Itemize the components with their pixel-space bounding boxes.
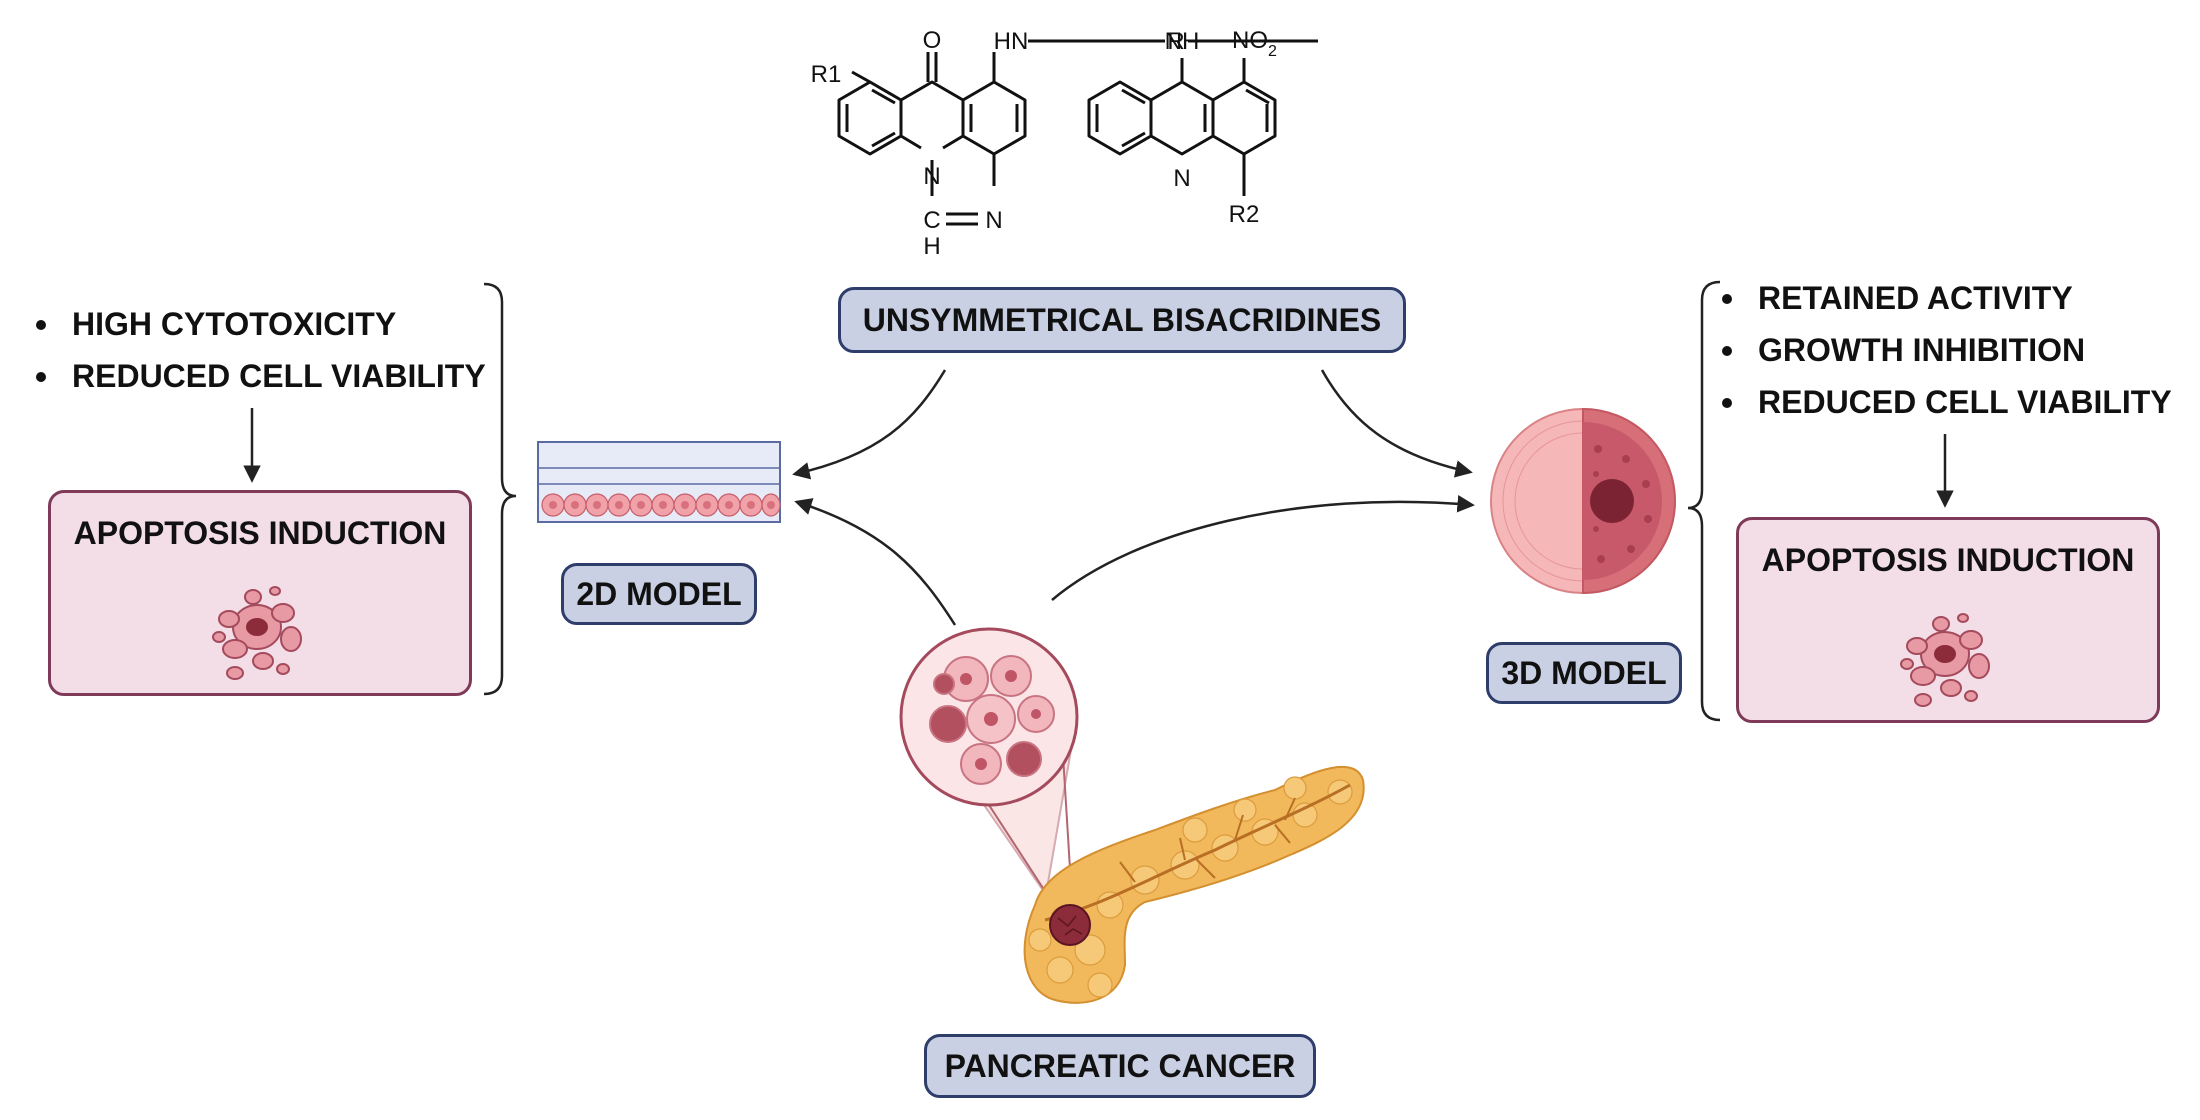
2d-model-label: 2D MODEL: [576, 575, 742, 612]
3d-spheroid: [1490, 407, 1676, 595]
arrow-cancer-to-2d: [794, 498, 957, 626]
right-findings-list: RETAINED ACTIVITY GROWTH INHIBITION REDU…: [1714, 272, 2172, 428]
pancreatic-cancer-pill: PANCREATIC CANCER: [924, 1034, 1316, 1098]
arrow-bisacridines-to-2d: [792, 369, 947, 480]
3d-model-label: 3D MODEL: [1501, 654, 1667, 691]
title-pill: UNSYMMETRICAL BISACRIDINES: [838, 287, 1406, 353]
imine-nitrogen-label: N: [985, 207, 1002, 234]
no2-label: NO2: [1232, 27, 1277, 60]
left-brace: [483, 282, 517, 696]
ch-carbon-label: C: [923, 207, 940, 234]
left-apoptosis-box: APOPTOSIS INDUCTION: [48, 490, 472, 696]
r2-label: R2: [1229, 201, 1260, 228]
right-apoptosis-box: APOPTOSIS INDUCTION: [1736, 517, 2160, 723]
apoptotic-cell-icon: [1900, 613, 1990, 707]
pancreatic-cancer-label: PANCREATIC CANCER: [944, 1047, 1296, 1084]
arrow-bisacridines-to-3d: [1320, 369, 1473, 478]
2d-culture-dish: [537, 441, 781, 523]
linker-r-label: R: [1167, 28, 1184, 55]
tumor-magnification: [899, 627, 1079, 807]
acridine-nitrogen-label: N: [1173, 165, 1190, 192]
right-brace: [1687, 280, 1721, 722]
hn-label: HN: [994, 28, 1029, 55]
nh-label: NH: [1165, 28, 1200, 55]
bisacridine-structure: R1 O HN R NH N C H N N NO2 R2: [811, 27, 1318, 260]
right-finding-item: RETAINED ACTIVITY: [1714, 272, 2172, 324]
carbonyl-oxygen-label: O: [923, 27, 942, 54]
left-apoptosis-title: APOPTOSIS INDUCTION: [73, 515, 447, 551]
right-finding-item: GROWTH INHIBITION: [1714, 324, 2172, 376]
arrow-cancer-to-3d: [1051, 495, 1475, 601]
ring-nitrogen-label: N: [923, 163, 940, 190]
r1-label: R1: [811, 61, 842, 88]
ch-hydrogen-label: H: [923, 233, 940, 260]
right-apoptosis-title: APOPTOSIS INDUCTION: [1761, 542, 2135, 578]
apoptotic-cell-icon: [212, 586, 302, 680]
2d-model-pill: 2D MODEL: [561, 563, 757, 625]
left-findings-list: HIGH CYTOTOXICITY REDUCED CELL VIABILITY: [28, 298, 486, 402]
left-finding-item: REDUCED CELL VIABILITY: [28, 350, 486, 402]
right-finding-item: REDUCED CELL VIABILITY: [1714, 376, 2172, 428]
left-finding-item: HIGH CYTOTOXICITY: [28, 298, 486, 350]
3d-model-pill: 3D MODEL: [1486, 642, 1682, 704]
title-pill-label: UNSYMMETRICAL BISACRIDINES: [862, 301, 1382, 338]
